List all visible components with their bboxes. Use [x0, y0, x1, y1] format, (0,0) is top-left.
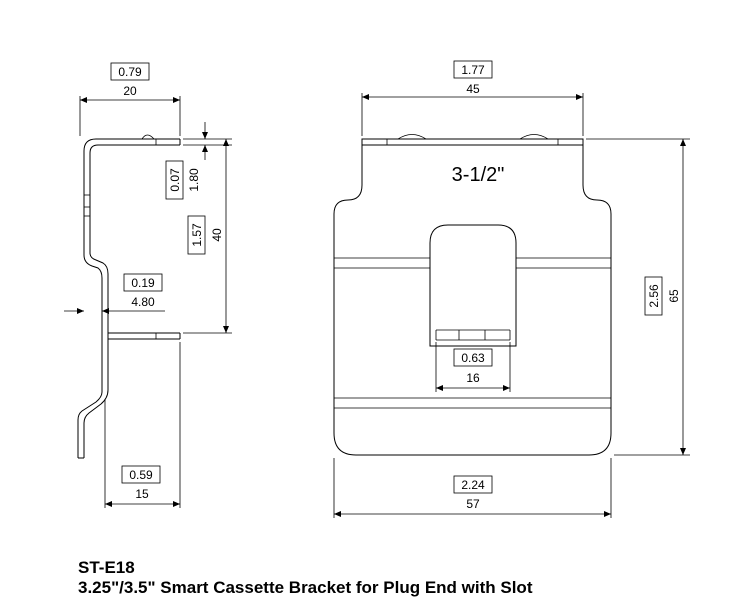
dim-tab-in: 0.59 — [129, 468, 153, 482]
face-label: 3-1/2" — [452, 164, 505, 186]
dim-offset-mm: 4.80 — [131, 295, 155, 309]
side-view: 0.79 20 0.07 1.80 1.57 40 0.19 4.80 0.59… — [64, 62, 232, 508]
dim-top-width-in: 1.77 — [461, 63, 485, 77]
model-number: ST-E18 — [78, 558, 135, 577]
dim-tab-mm: 15 — [135, 487, 149, 501]
dim-side-width-in: 0.79 — [118, 65, 142, 79]
dim-offset-in: 0.19 — [131, 276, 155, 290]
dim-bottom-width-in: 2.24 — [461, 478, 485, 492]
slot-tab — [429, 224, 517, 347]
dim-slot-in: 0.63 — [461, 351, 485, 365]
front-outline — [333, 138, 612, 456]
dim-side-height-in: 1.57 — [190, 223, 204, 247]
dim-height-in: 2.56 — [647, 284, 661, 308]
front-view: 3-1/2" 0.63 16 1.77 45 2.56 65 — [333, 60, 690, 518]
dim-top-width-mm: 45 — [466, 82, 480, 96]
dim-lip-in: 0.07 — [168, 168, 182, 192]
side-profile-inner — [83, 144, 180, 458]
dim-side-width-mm: 20 — [123, 84, 137, 98]
dim-side-height-mm: 40 — [210, 228, 224, 242]
product-description: 3.25"/3.5" Smart Cassette Bracket for Pl… — [78, 578, 533, 597]
dim-lip-mm: 1.80 — [187, 168, 201, 192]
dim-bottom-width-mm: 57 — [466, 497, 480, 511]
side-profile-outer — [77, 138, 180, 458]
dim-slot-mm: 16 — [466, 371, 480, 385]
dim-height-mm: 65 — [667, 289, 681, 303]
